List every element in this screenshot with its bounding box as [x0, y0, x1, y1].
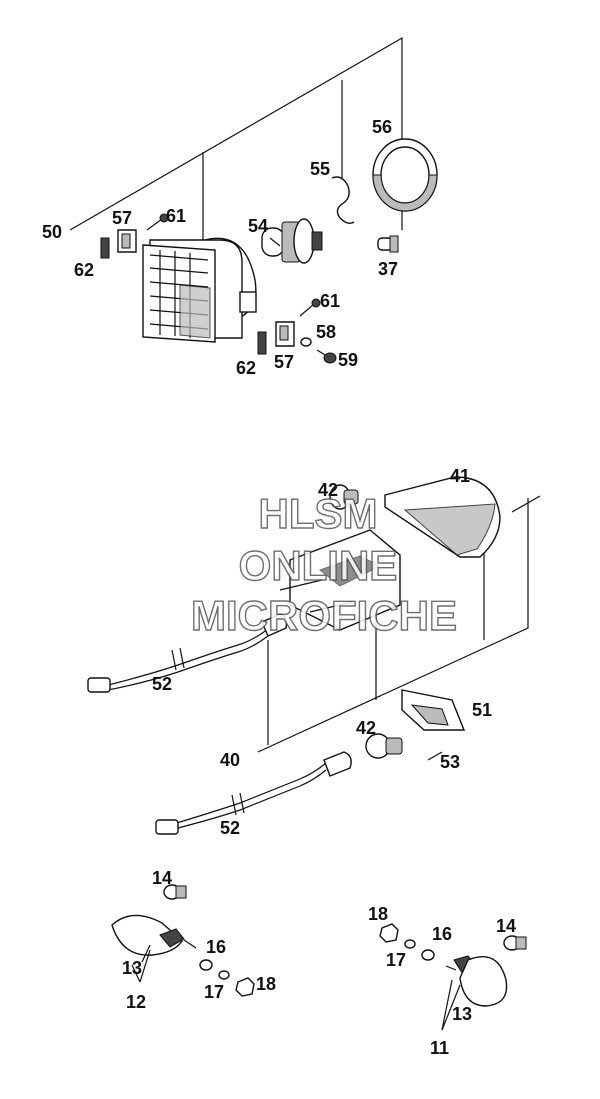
turn-signal-right	[379, 923, 527, 1031]
label-52-lower: 52	[220, 818, 240, 838]
screw-53	[427, 751, 443, 761]
label-42-upper: 42	[318, 480, 338, 500]
indicator-stem-left	[159, 928, 185, 948]
bulb-spring-clip	[331, 176, 355, 225]
tail-light-assembly	[87, 476, 541, 835]
label-57-upper: 57	[112, 208, 132, 228]
label-18-left: 18	[256, 974, 276, 994]
watermark-line-1: HLSM	[259, 490, 378, 537]
license-plate-light	[401, 689, 466, 731]
indicator-lens-right	[459, 956, 508, 1007]
washer-58	[300, 337, 312, 347]
nut-18-right	[379, 923, 399, 943]
label-17-right: 17	[386, 950, 406, 970]
screw-61-lower	[299, 298, 321, 317]
watermark: HLSM ONLINE MICROFICHE	[190, 489, 457, 639]
leader-11-b	[441, 984, 461, 1031]
lockwasher-17-left	[218, 970, 230, 980]
leader-40	[257, 498, 529, 753]
label-62-lower: 62	[236, 358, 256, 378]
leader-12-b	[139, 949, 151, 983]
label-11: 11	[430, 1038, 449, 1058]
clip-57-upper	[117, 229, 137, 253]
headlight-assembly	[69, 36, 438, 364]
leader-11-a	[441, 979, 453, 1031]
bulb-14-left	[163, 884, 187, 900]
label-14-left: 14	[152, 868, 172, 888]
clip-57-lower	[275, 321, 295, 347]
watermark-line-3: MICROFICHE	[191, 592, 457, 639]
tail-bulb-upper	[329, 484, 359, 510]
headlight-housing	[142, 237, 257, 343]
label-61-lower: 61	[320, 291, 340, 311]
bulb-14-right	[503, 935, 527, 951]
label-54: 54	[248, 216, 268, 236]
label-13-left: 13	[122, 958, 142, 978]
screw-59	[316, 349, 337, 364]
label-12: 12	[126, 992, 146, 1012]
indicator-lens-left	[111, 914, 183, 956]
leader-12-a	[131, 964, 141, 983]
tail-bulb-lower	[365, 733, 403, 759]
label-55: 55	[310, 159, 330, 179]
wiring-harness-upper	[87, 613, 288, 693]
headlight-bulb	[261, 218, 323, 264]
washer-16-left	[199, 959, 213, 971]
label-18-right: 18	[368, 904, 388, 924]
nut-62-lower	[257, 331, 267, 355]
parking-bulb	[377, 235, 399, 253]
label-50: 50	[42, 222, 62, 242]
label-16-left: 16	[206, 937, 226, 957]
label-59: 59	[338, 350, 358, 370]
nut-62-upper	[100, 237, 110, 259]
label-58: 58	[316, 322, 336, 342]
screw-61-upper	[146, 213, 169, 231]
label-14-right: 14	[496, 916, 516, 936]
nut-18-left	[235, 977, 255, 997]
label-13-right: 13	[452, 1004, 472, 1024]
label-37: 37	[378, 259, 398, 279]
label-52-upper: 52	[152, 674, 172, 694]
label-40: 40	[220, 750, 240, 770]
turn-signal-left	[111, 884, 255, 997]
leader-50	[69, 36, 403, 231]
label-53: 53	[440, 752, 460, 772]
label-61-upper: 61	[166, 206, 186, 226]
wiring-harness-lower	[155, 751, 352, 835]
washer-16-right	[421, 949, 435, 961]
leader-13-left	[141, 944, 151, 963]
lens-screw	[511, 495, 541, 513]
label-62-upper: 62	[74, 260, 94, 280]
tail-light-lens	[384, 476, 501, 558]
headlight-trim-ring	[372, 138, 438, 212]
label-57-lower: 57	[274, 352, 294, 372]
label-17-left: 17	[204, 982, 224, 1002]
label-16-right: 16	[432, 924, 452, 944]
label-42-lower: 42	[356, 718, 376, 738]
tail-light-housing	[279, 529, 401, 631]
lockwasher-17-right	[404, 939, 416, 949]
watermark-line-2: ONLINE	[239, 542, 398, 589]
label-41: 41	[450, 466, 470, 486]
label-56: 56	[372, 117, 392, 137]
label-51: 51	[472, 700, 492, 720]
